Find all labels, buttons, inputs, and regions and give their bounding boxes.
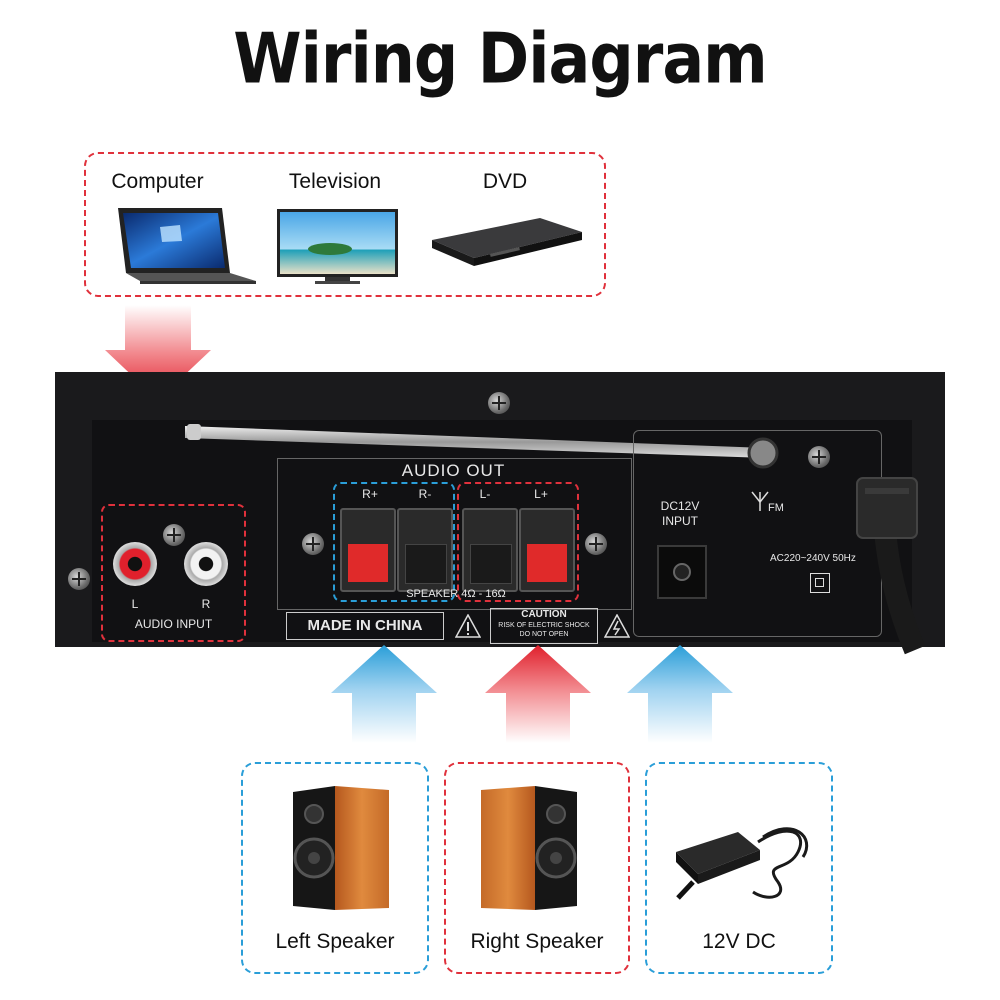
sources-box (84, 152, 606, 297)
rca-left-label: L (131, 597, 139, 611)
rca-right-label: R (201, 597, 211, 611)
source-label-television: Television (288, 170, 382, 193)
caution-box: CAUTION RISK OF ELECTRIC SHOCK DO NOT OP… (490, 608, 598, 644)
power-adapter-icon (676, 827, 809, 900)
caution-line1: RISK OF ELECTRIC SHOCK (498, 622, 590, 629)
caution-title: CAUTION (521, 609, 567, 620)
screw-icon (68, 568, 90, 590)
screw-icon (302, 533, 324, 555)
page-title: Wiring Diagram (233, 17, 768, 100)
right-speaker-terminals-box (333, 482, 455, 602)
power-adapter-box (645, 762, 833, 974)
shock-warning-icon (604, 614, 630, 638)
screw-icon (163, 524, 185, 546)
terminal-label-r-plus: R+ (362, 487, 378, 501)
left-speaker-arrow (331, 645, 437, 743)
screw-icon (488, 392, 510, 414)
screw-icon (808, 446, 830, 468)
double-insulation-icon (810, 573, 830, 593)
left-speaker-box (241, 762, 429, 974)
terminal-label-l-minus: L- (479, 487, 491, 501)
audio-out-frame (277, 458, 632, 610)
warning-icon (455, 614, 481, 638)
terminal-label-l-plus: L+ (534, 487, 548, 501)
fm-label: FM (768, 502, 784, 514)
right-speaker-arrow (485, 645, 591, 743)
screw-icon (585, 533, 607, 555)
speaker-icon (481, 786, 577, 910)
fm-antenna (185, 424, 779, 469)
dc-input-jack[interactable] (657, 545, 707, 599)
audio-input-label: AUDIO INPUT (134, 617, 213, 631)
dc-input-label-2: INPUT (662, 514, 698, 528)
source-label-computer: Computer (111, 170, 204, 193)
terminal-l-minus[interactable] (462, 508, 518, 592)
antenna-symbol-icon (751, 491, 769, 511)
right-speaker-box (444, 762, 630, 974)
power-arrow (627, 645, 733, 743)
audio-input-box (101, 504, 246, 642)
dvd-player-icon (432, 218, 582, 266)
rca-left-jack[interactable] (113, 542, 157, 586)
speaker-spec-label: SPEAKER 4Ω - 16Ω (406, 588, 506, 600)
left-speaker-terminals-box (457, 482, 579, 602)
terminal-r-plus[interactable] (340, 508, 396, 592)
rca-right-jack[interactable] (184, 542, 228, 586)
audio-out-label: AUDIO OUT (401, 461, 506, 480)
left-speaker-label: Left Speaker (275, 930, 395, 953)
television-icon (277, 209, 398, 284)
ac-voltage-label: AC220~240V 50Hz (770, 553, 856, 564)
made-in-label: MADE IN CHINA (286, 612, 444, 640)
terminal-label-r-minus: R- (418, 487, 432, 501)
laptop-icon (118, 208, 256, 284)
power-adapter-label: 12V DC (702, 930, 776, 953)
dc-input-label-1: DC12V (660, 499, 700, 513)
speaker-icon (293, 786, 389, 910)
source-label-dvd: DVD (482, 170, 528, 193)
terminal-l-plus[interactable] (519, 508, 575, 592)
caution-line2: DO NOT OPEN (519, 631, 569, 638)
terminal-r-minus[interactable] (397, 508, 453, 592)
power-cord (856, 477, 925, 655)
right-speaker-label: Right Speaker (470, 930, 604, 953)
input-arrow (105, 305, 211, 400)
